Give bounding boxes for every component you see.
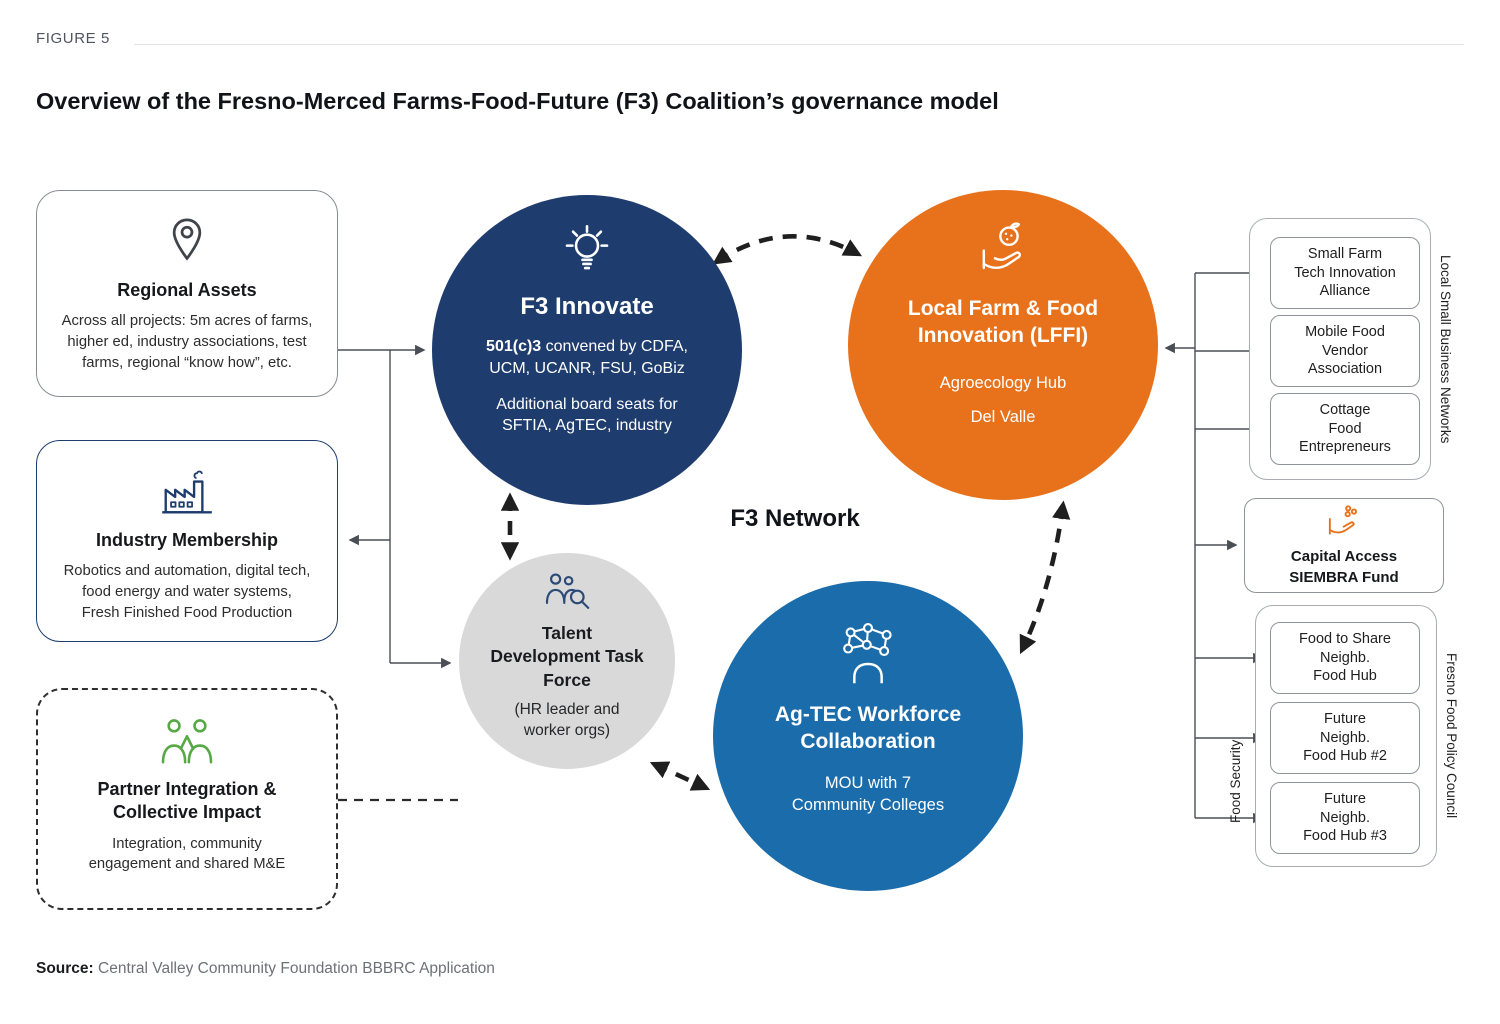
- f3-innovate-body-1: 501(c)3 convened by CDFA, UCM, UCANR, FS…: [456, 336, 718, 380]
- partners-people-icon: [155, 708, 219, 772]
- talent-task-force-body: (HR leader and worker orgs): [514, 701, 620, 740]
- lffi-body-2: Del Valle: [970, 408, 1036, 427]
- industry-membership-body: Robotics and automation, digital tech, f…: [63, 563, 311, 621]
- agtec-title: Ag-TEC Workforce Collaboration: [774, 703, 962, 754]
- partner-integration-box: Partner Integration & Collective Impact …: [36, 688, 338, 910]
- cottage-food-box: Cottage Food Entrepreneurs: [1270, 393, 1420, 465]
- talent-task-force-circle: Talent Development Task Force (HR leader…: [459, 553, 675, 769]
- agtec-body: MOU with 7 Community Colleges: [791, 773, 945, 815]
- future-hub-2-box: Future Neighb. Food Hub #2: [1270, 702, 1420, 774]
- f3-innovate-title: F3 Innovate: [520, 293, 654, 320]
- figure-title: Overview of the Fresno-Merced Farms-Food…: [36, 88, 999, 114]
- lffi-title: Local Farm & Food Innovation (LFFI): [907, 297, 1099, 348]
- arrow-f3-lffi: [712, 234, 863, 265]
- agtec-circle: Ag-TEC Workforce Collaboration MOU with …: [713, 581, 1023, 891]
- hand-holding-fruit-icon: [973, 220, 1033, 285]
- figure-label: FIGURE 5: [36, 30, 110, 47]
- source-line: Source: Central Valley Community Foundat…: [36, 960, 495, 978]
- regional-assets-title: Regional Assets: [117, 280, 257, 300]
- food-security-label: Food Security: [1228, 739, 1243, 823]
- f3-network-label: F3 Network: [730, 505, 860, 532]
- capital-access-title: Capital Access SIEMBRA Fund: [1289, 548, 1399, 586]
- regional-assets-box: Regional Assets Across all projects: 5m …: [36, 190, 338, 397]
- lightbulb-icon: [556, 221, 618, 283]
- partner-integration-body: Integration, community engagement and sh…: [88, 835, 286, 873]
- header-rule: [134, 44, 1464, 45]
- source-text: Central Valley Community Foundation BBBR…: [98, 960, 495, 977]
- small-farm-tech-box: Small Farm Tech Innovation Alliance: [1270, 237, 1420, 309]
- future-hub-3-box: Future Neighb. Food Hub #3: [1270, 782, 1420, 854]
- mobile-food-vendor-box: Mobile Food Vendor Association: [1270, 315, 1420, 387]
- location-pin-icon: [165, 209, 209, 273]
- arrow-lffi-agtec: [1019, 500, 1071, 655]
- partner-integration-title: Partner Integration & Collective Impact: [97, 779, 277, 823]
- industry-membership-title: Industry Membership: [95, 530, 279, 550]
- people-magnifier-icon: [541, 569, 593, 618]
- factory-icon: [156, 459, 218, 523]
- food-policy-group-label: Fresno Food Policy Council: [1444, 653, 1459, 819]
- lffi-body-1: Agroecology Hub: [939, 373, 1067, 392]
- f3-innovate-circle: F3 Innovate 501(c)3 convened by CDFA, UC…: [432, 195, 742, 505]
- f3-innovate-body-1-bold: 501(c)3: [486, 338, 542, 356]
- source-label: Source:: [36, 960, 94, 977]
- network-nodes-icon: [832, 621, 904, 691]
- talent-task-force-title: Talent Development Task Force: [490, 623, 644, 690]
- small-business-group-label: Local Small Business Networks: [1438, 254, 1453, 444]
- f3-innovate-body-2: Additional board seats for SFTIA, AgTEC,…: [496, 395, 678, 435]
- industry-membership-box: Industry Membership Robotics and automat…: [36, 440, 338, 642]
- arrow-talent-agtec: [649, 761, 711, 791]
- food-to-share-box: Food to Share Neighb. Food Hub: [1270, 622, 1420, 694]
- regional-assets-body: Across all projects: 5m acres of farms, …: [61, 313, 313, 371]
- lffi-circle: Local Farm & Food Innovation (LFFI) Agro…: [848, 190, 1158, 500]
- f3-innovate-body-1-rest: convened by CDFA, UCM, UCANR, FSU, GoBiz: [489, 338, 688, 377]
- hand-coins-icon: [1322, 503, 1366, 544]
- capital-access-box: Capital Access SIEMBRA Fund: [1244, 498, 1444, 593]
